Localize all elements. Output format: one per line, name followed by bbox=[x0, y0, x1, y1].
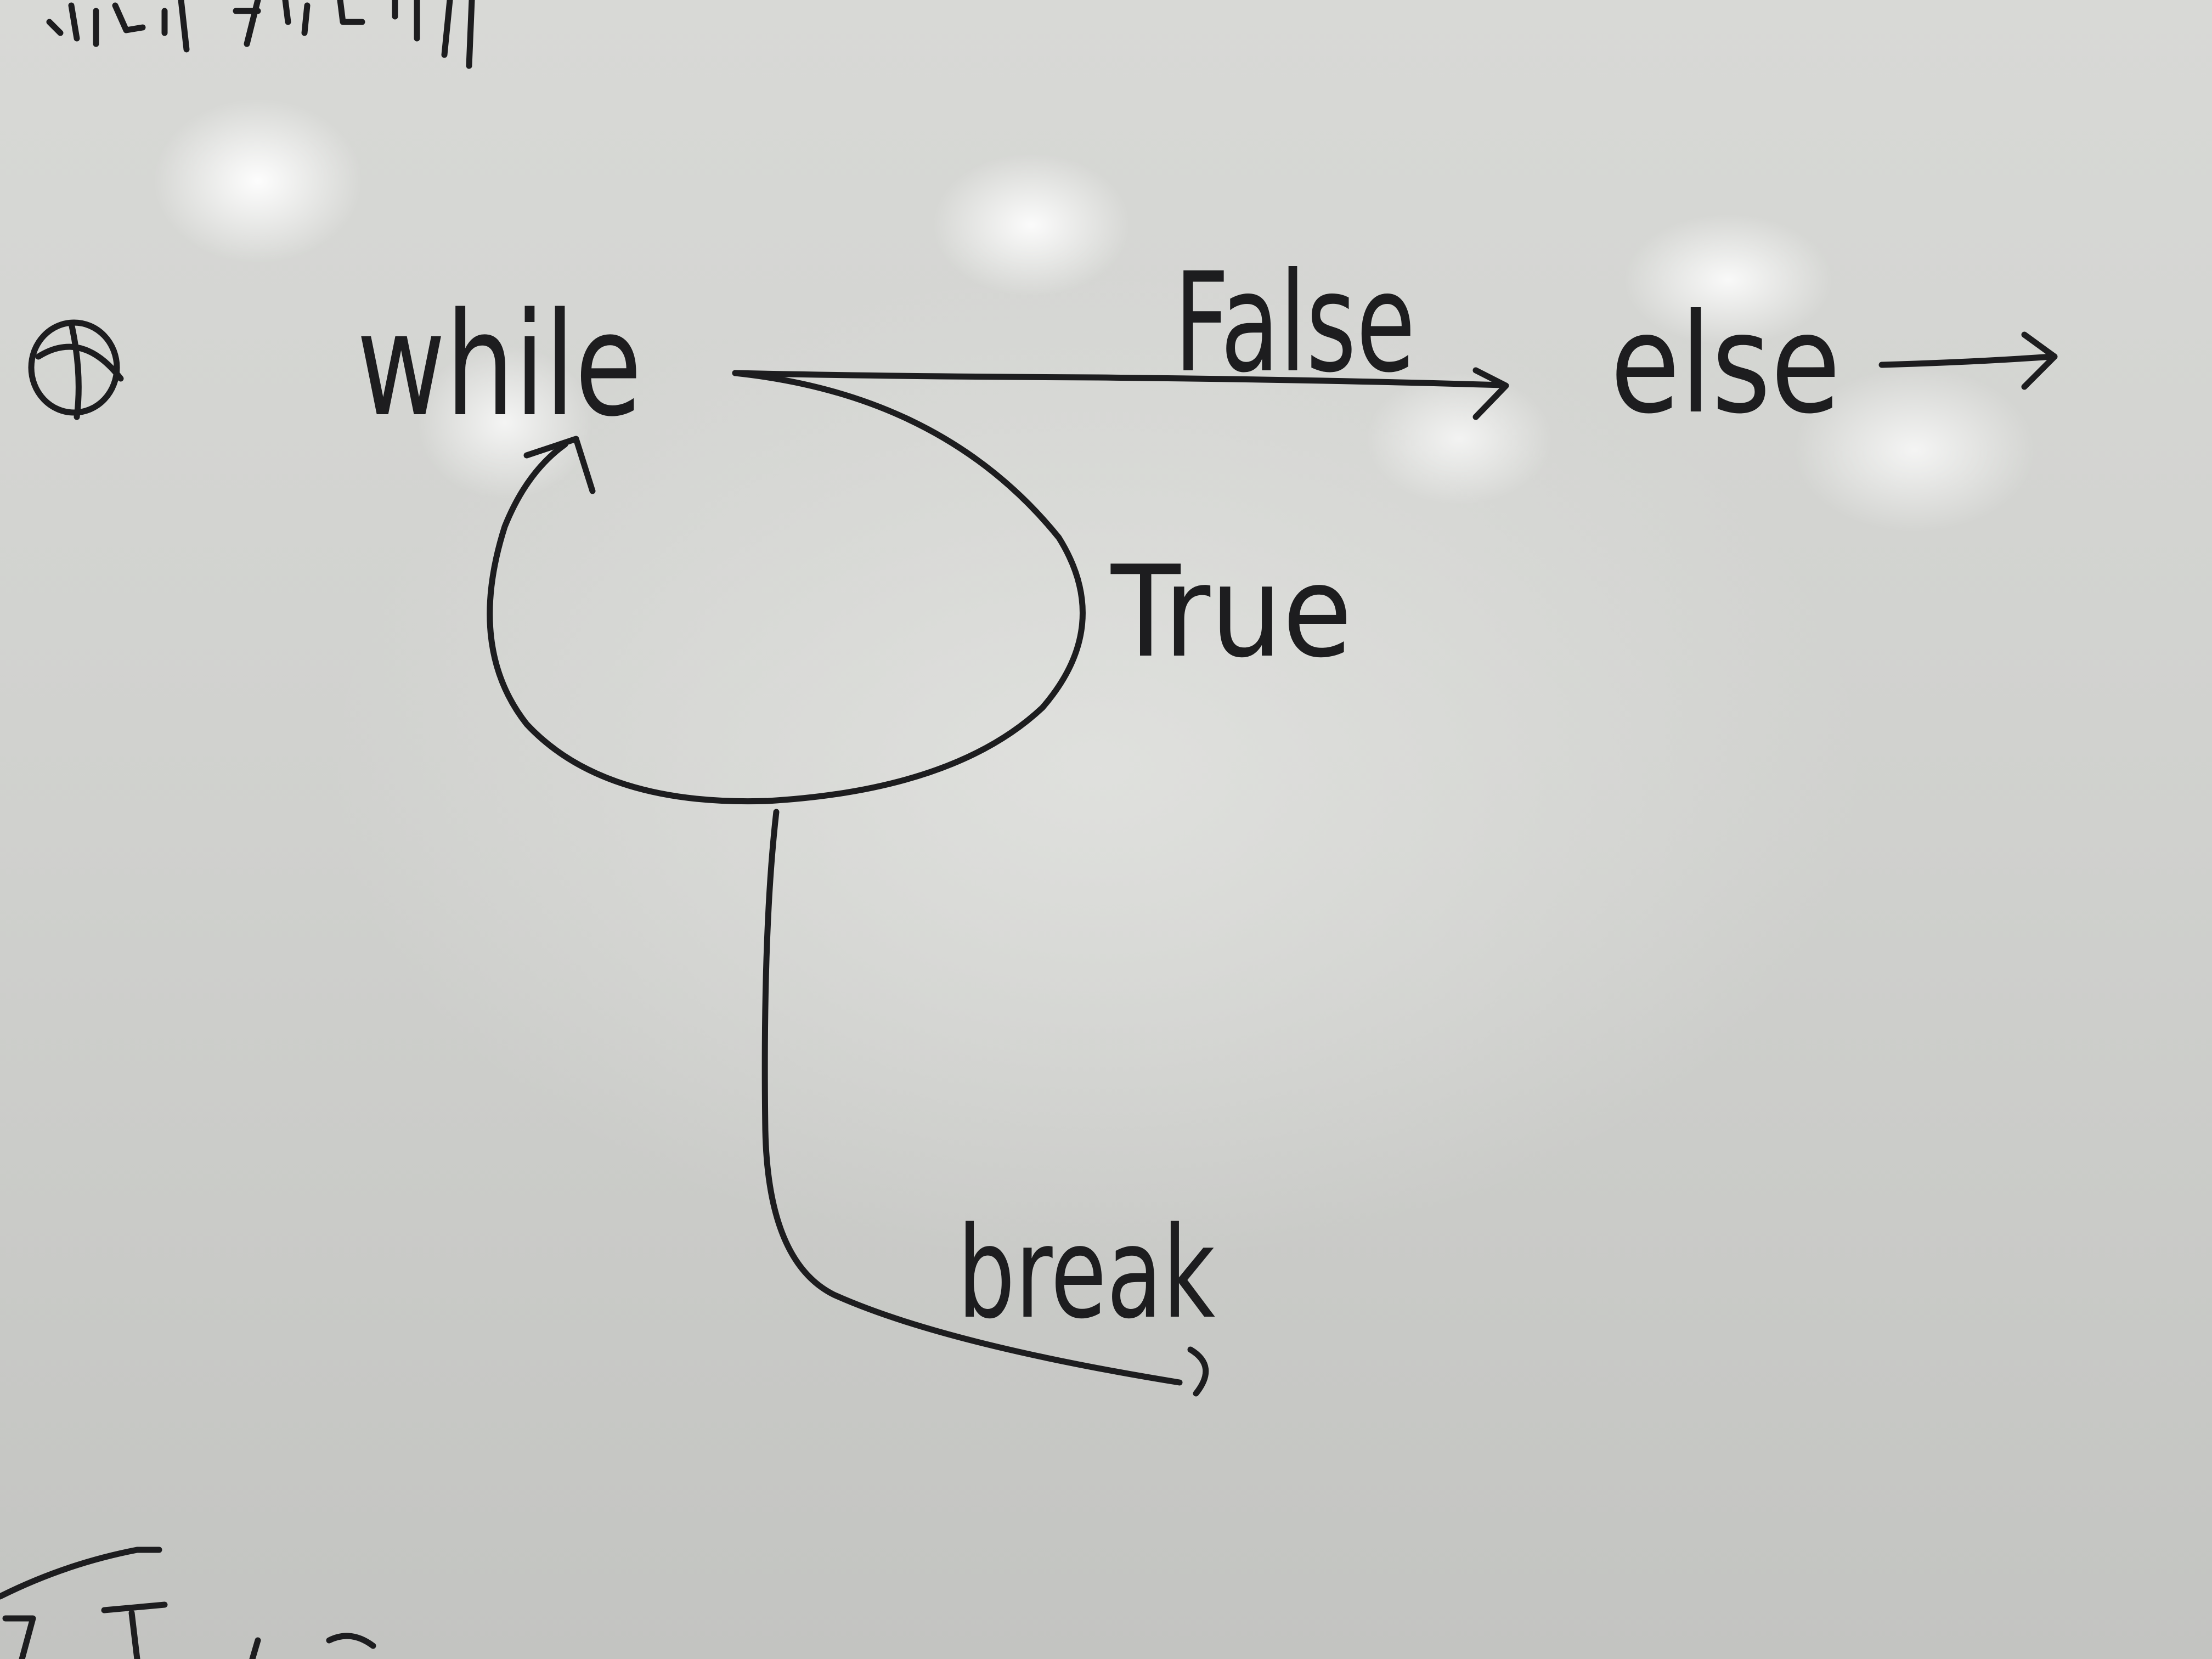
false-label: False bbox=[1174, 243, 1415, 403]
cut-off-top-handwriting bbox=[46, 0, 475, 69]
break-arrow bbox=[761, 809, 1209, 1397]
cut-off-bottom-handwriting bbox=[0, 1547, 376, 1659]
else-label: else bbox=[1610, 284, 1841, 444]
else-arrow bbox=[1878, 331, 2058, 390]
true-loop bbox=[487, 370, 1086, 805]
bullet-symbol bbox=[28, 319, 124, 420]
while-label: while bbox=[357, 283, 642, 448]
break-label: break bbox=[957, 1200, 1215, 1347]
true-label: True bbox=[1110, 539, 1352, 686]
false-arrow bbox=[732, 367, 1509, 420]
